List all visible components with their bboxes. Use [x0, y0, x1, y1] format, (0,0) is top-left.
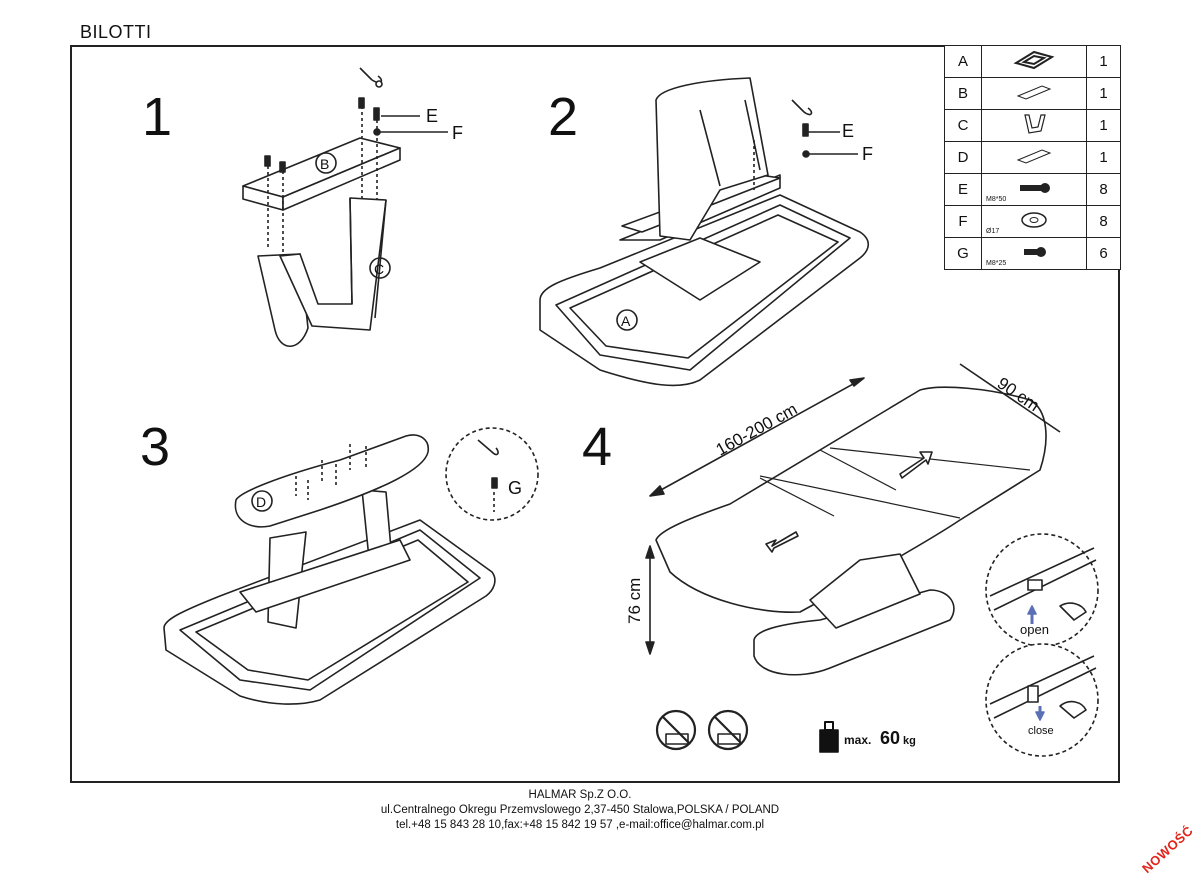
part-letter: E [944, 173, 982, 206]
part-image [981, 77, 1087, 110]
step-4-drawing [645, 363, 1099, 757]
max-load-unit: kg [903, 735, 916, 747]
footer-company: HALMAR Sp.Z O.O. [528, 789, 632, 801]
step-1-callout-c: C [374, 261, 384, 277]
step-1-number: 1 [142, 87, 173, 147]
part-letter: C [944, 109, 982, 142]
dimension-height: 76 cm [625, 578, 644, 624]
part-letter: A [944, 45, 982, 78]
part-quantity: 1 [1086, 109, 1121, 142]
step-2-callout-f: F [862, 144, 873, 164]
part-spec: Ø17 [986, 228, 1000, 235]
part-spec: M8*25 [986, 260, 1007, 267]
plate-icon [1012, 148, 1056, 170]
step-2-number: 2 [548, 87, 579, 147]
no-standing-icon [655, 709, 697, 751]
step-3-drawing [163, 427, 539, 705]
step-2-callout-e: E [842, 121, 854, 141]
step-3-callout-g: G [508, 478, 522, 498]
step-2-drawing [539, 77, 870, 387]
footer-address: ul.Centralnego Okregu Przemvslowego 2,37… [380, 804, 780, 816]
max-load-value: 60 [880, 728, 900, 748]
part-quantity: 8 [1086, 173, 1121, 206]
part-image [981, 45, 1087, 78]
step-1-callout-b: B [320, 156, 329, 172]
screw-icon [1014, 246, 1054, 264]
step-1-drawing [242, 67, 448, 347]
part-image: Ø17 [981, 205, 1087, 238]
product-title: BILOTTI [80, 22, 152, 42]
weight-icon [819, 721, 839, 753]
part-letter: B [944, 77, 982, 110]
step-2-callout-a: A [621, 313, 631, 329]
bolt-icon [1014, 182, 1054, 200]
close-label: close [1028, 725, 1054, 737]
step-1-callout-e: E [426, 106, 438, 126]
parts-row: E M8*50 8 [944, 173, 1121, 206]
plate-icon [1012, 84, 1056, 106]
dimension-length: 160-200 cm [713, 399, 801, 459]
part-letter: D [944, 141, 982, 174]
max-load-label: max. [844, 733, 871, 747]
no-climbing-icon [707, 709, 749, 751]
step-3-number: 3 [140, 417, 171, 477]
part-quantity: 1 [1086, 77, 1121, 110]
part-quantity: 1 [1086, 141, 1121, 174]
step-4-number: 4 [582, 417, 613, 477]
part-image [981, 109, 1087, 142]
step-3-callout-d: D [256, 494, 266, 510]
part-image: M8*25 [981, 237, 1087, 270]
part-quantity: 8 [1086, 205, 1121, 238]
part-image: M8*50 [981, 173, 1087, 206]
washer-icon [1019, 211, 1049, 233]
part-quantity: 6 [1086, 237, 1121, 270]
frame-icon [1012, 50, 1056, 75]
assembly-drawings: E F B C E F A D G 160-200 cm 90 cm 76 cm… [163, 67, 1099, 757]
part-letter: F [944, 205, 982, 238]
part-spec: M8*50 [986, 196, 1007, 203]
parts-row: G M8*25 6 [944, 237, 1121, 270]
part-letter: G [944, 237, 982, 270]
parts-row: F Ø17 8 [944, 205, 1121, 238]
footer-contact: tel.+48 15 843 28 10,fax:+48 15 842 19 5… [395, 819, 765, 831]
leg-icon [1019, 113, 1049, 141]
instruction-frame [70, 45, 1120, 783]
step-1-callout-f: F [452, 123, 463, 143]
open-label: open [1020, 622, 1049, 637]
part-quantity: 1 [1086, 45, 1121, 78]
part-image [981, 141, 1087, 174]
